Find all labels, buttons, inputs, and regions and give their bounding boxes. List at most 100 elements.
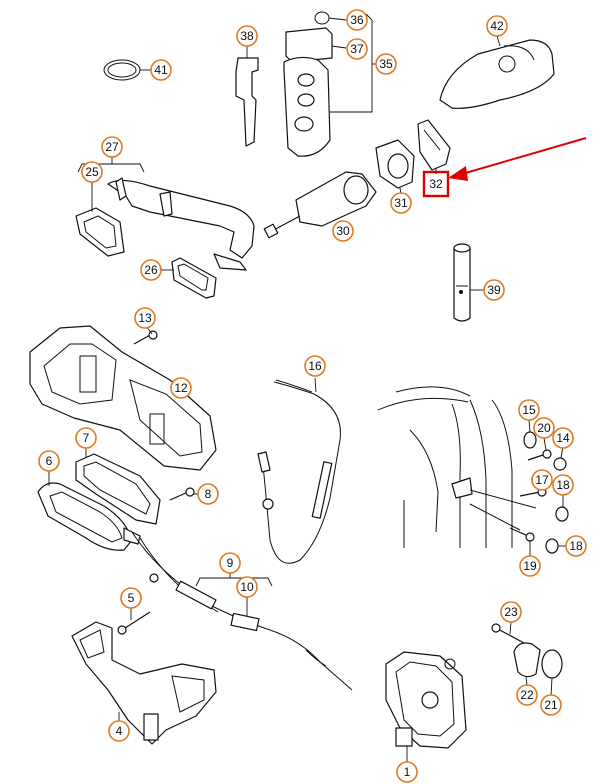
label-18-upper: 18 xyxy=(552,474,574,496)
svg-text:36: 36 xyxy=(350,13,364,27)
svg-text:13: 13 xyxy=(138,311,152,325)
label-6: 6 xyxy=(38,450,60,472)
striker-22 xyxy=(513,642,541,687)
svg-text:4: 4 xyxy=(116,724,123,738)
ring-36 xyxy=(314,11,347,25)
svg-text:31: 31 xyxy=(394,196,408,210)
lock-cap-31 xyxy=(375,139,415,195)
label-20: 20 xyxy=(533,417,555,439)
svg-text:19: 19 xyxy=(523,559,537,573)
label-7: 7 xyxy=(75,427,97,449)
svg-text:1: 1 xyxy=(404,765,411,779)
key-blade-38 xyxy=(235,46,259,147)
lock-cylinder-30 xyxy=(263,171,377,239)
svg-text:21: 21 xyxy=(544,698,558,712)
highlight-box-32 xyxy=(422,170,450,198)
svg-text:32: 32 xyxy=(429,177,443,191)
fastener-15 xyxy=(523,419,537,449)
label-18-lower: 18 xyxy=(565,535,587,557)
svg-text:25: 25 xyxy=(85,165,99,179)
svg-text:38: 38 xyxy=(240,29,254,43)
bolt-23 xyxy=(491,621,527,645)
svg-text:42: 42 xyxy=(490,19,504,33)
washer-21 xyxy=(541,649,563,697)
bracket-4 xyxy=(71,621,217,745)
screw-19 xyxy=(509,527,535,556)
label-30: 30 xyxy=(332,220,354,242)
label-1: 1 xyxy=(396,761,418,783)
svg-text:39: 39 xyxy=(487,283,501,297)
label-17: 17 xyxy=(531,469,553,491)
svg-text:41: 41 xyxy=(154,63,168,77)
label-26: 26 xyxy=(140,259,162,281)
label-36: 36 xyxy=(346,9,368,31)
svg-text:26: 26 xyxy=(144,263,158,277)
handle-bezel-6 xyxy=(37,470,141,551)
label-22: 22 xyxy=(516,684,538,706)
key-cover-37 xyxy=(285,27,347,63)
svg-text:17: 17 xyxy=(535,473,549,487)
svg-text:16: 16 xyxy=(308,359,322,373)
svg-text:20: 20 xyxy=(537,421,551,435)
svg-text:10: 10 xyxy=(240,580,254,594)
label-19: 19 xyxy=(519,555,541,577)
gasket-25 xyxy=(75,182,125,257)
svg-text:35: 35 xyxy=(379,57,393,71)
cap-18-lower xyxy=(545,538,566,554)
label-9: 9 xyxy=(219,552,241,574)
screw-20 xyxy=(527,437,552,461)
svg-text:6: 6 xyxy=(46,454,53,468)
label-13: 13 xyxy=(134,307,156,329)
svg-text:37: 37 xyxy=(350,42,364,56)
label-14: 14 xyxy=(552,427,574,449)
handle-trim-7 xyxy=(75,448,161,525)
label-15: 15 xyxy=(518,399,540,421)
handle-carrier-12 xyxy=(29,325,217,471)
screw-5 xyxy=(117,608,151,635)
label-38: 38 xyxy=(236,25,258,47)
svg-text:8: 8 xyxy=(205,487,212,501)
door-handle-27 xyxy=(107,177,255,271)
label-37: 37 xyxy=(346,38,368,60)
label-32: 32 xyxy=(429,177,443,191)
cable-9-10 xyxy=(131,531,353,691)
label-21: 21 xyxy=(540,694,562,716)
gasket-26 xyxy=(160,257,217,299)
label-41: 41 xyxy=(150,59,172,81)
svg-text:23: 23 xyxy=(504,605,518,619)
label-5: 5 xyxy=(120,587,142,609)
label-12: 12 xyxy=(170,377,192,399)
remote-key-35 xyxy=(283,13,376,157)
svg-text:5: 5 xyxy=(128,591,135,605)
cable-16 xyxy=(257,377,341,564)
key-fob-42 xyxy=(439,35,555,109)
label-35: 35 xyxy=(375,53,397,75)
svg-text:18: 18 xyxy=(569,539,583,553)
svg-text:30: 30 xyxy=(336,224,350,238)
svg-text:15: 15 xyxy=(522,403,536,417)
cap-18-upper xyxy=(555,494,569,522)
label-16: 16 xyxy=(304,355,326,377)
cap-32 xyxy=(417,119,451,174)
highlight-arrow xyxy=(448,137,587,181)
label-10: 10 xyxy=(236,576,258,598)
label-8: 8 xyxy=(197,483,219,505)
label-25: 25 xyxy=(81,161,103,183)
label-23: 23 xyxy=(500,601,522,623)
label-39: 39 xyxy=(483,279,505,301)
label-42: 42 xyxy=(486,15,508,37)
label-31: 31 xyxy=(390,192,412,214)
screw-8 xyxy=(169,487,200,501)
grease-tube-39 xyxy=(453,243,484,322)
door-lock-1 xyxy=(385,651,467,764)
svg-text:18: 18 xyxy=(556,478,570,492)
svg-text:22: 22 xyxy=(520,688,534,702)
door-frame xyxy=(377,386,537,548)
label-27: 27 xyxy=(101,136,123,158)
svg-text:27: 27 xyxy=(105,140,119,154)
svg-text:12: 12 xyxy=(174,381,188,395)
label-4: 4 xyxy=(108,720,130,742)
svg-text:9: 9 xyxy=(227,556,234,570)
svg-text:14: 14 xyxy=(556,431,570,445)
